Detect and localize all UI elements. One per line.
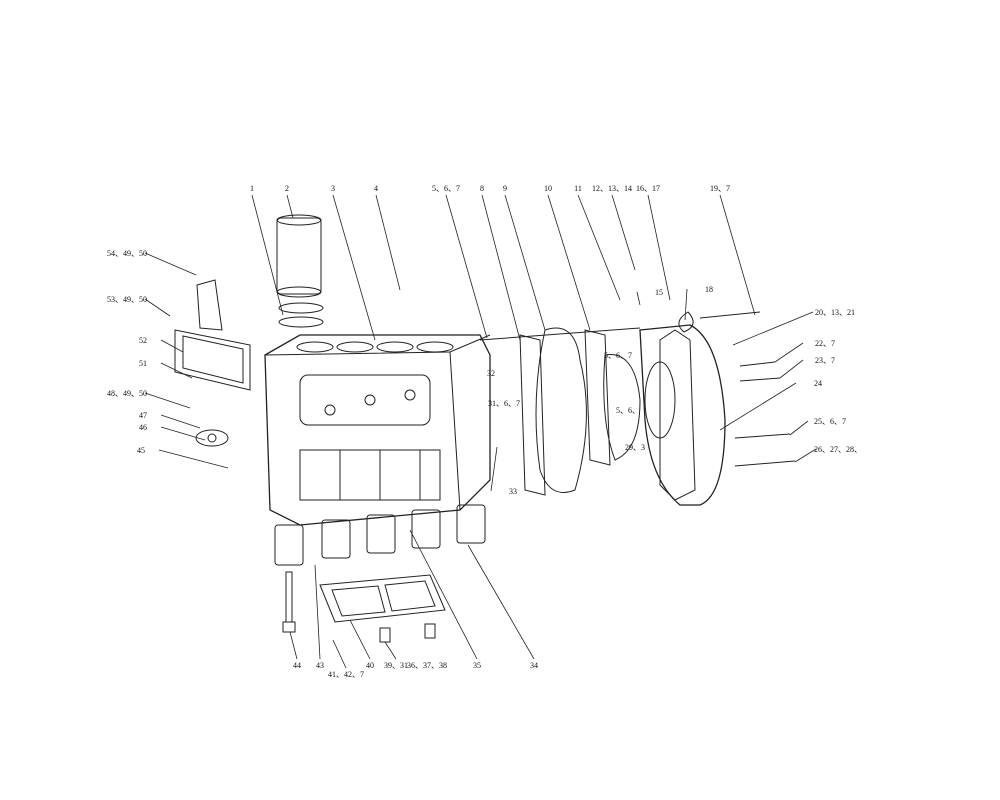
callout-label: 22、7 — [815, 339, 835, 348]
callout-label: 10 — [544, 184, 552, 193]
liner-seal-rings — [278, 302, 324, 328]
callout-label: 48、49、50 — [107, 389, 147, 398]
bearing-bolt — [282, 571, 296, 633]
callout-label: 5、6、 — [616, 406, 640, 415]
callout-label: 5、6、7 — [604, 351, 632, 360]
leader-line — [490, 446, 498, 492]
callout-label: 44 — [293, 661, 301, 670]
callout-label: 4 — [374, 184, 378, 193]
callout-label: 46 — [139, 423, 147, 432]
callout-label: 32 — [487, 369, 495, 378]
callout-label: 41、42、7 — [328, 670, 364, 679]
leader-line — [577, 194, 621, 301]
leader-line — [349, 619, 371, 660]
callout-label: 54、49、50 — [107, 249, 147, 258]
callout-label: 1 — [250, 184, 254, 193]
leader-line — [160, 362, 193, 379]
leader-line — [314, 564, 321, 660]
callout-label: 45 — [137, 446, 145, 455]
leader-line — [611, 194, 636, 271]
leader-line — [286, 194, 294, 219]
cylinder-block — [264, 334, 491, 526]
leader-line — [481, 194, 521, 341]
main-bearing-caps — [274, 504, 486, 566]
leader-line — [719, 194, 756, 316]
leader-line — [789, 420, 809, 436]
callout-label: 53、49、50 — [107, 295, 147, 304]
leader-line — [158, 449, 229, 469]
callout-label: 35 — [473, 661, 481, 670]
callout-label: 33 — [509, 487, 517, 496]
leader-line — [732, 311, 814, 346]
leader-line — [289, 631, 298, 660]
leader-line — [409, 529, 478, 660]
bolts-right — [479, 311, 796, 467]
leader-line — [375, 194, 401, 291]
callout-label: 12、13、14 — [592, 184, 632, 193]
callout-label: 51 — [139, 359, 147, 368]
leader-line — [144, 298, 171, 317]
callout-label: 29、3 — [625, 443, 645, 452]
flywheel-housing — [639, 311, 726, 506]
side-cover — [174, 279, 251, 391]
leader-line — [647, 194, 671, 301]
callout-label: 18 — [705, 285, 713, 294]
leader-line — [251, 194, 284, 316]
leader-line — [636, 291, 641, 306]
small-cover-plate — [195, 429, 229, 447]
leader-line — [384, 641, 397, 660]
cylinder-liner — [276, 214, 322, 298]
callout-label: 25、6、7 — [814, 417, 846, 426]
callout-label: 19、7 — [710, 184, 730, 193]
callout-label: 5、6、7 — [432, 184, 460, 193]
leader-line — [332, 194, 376, 341]
callout-label: 8 — [480, 184, 484, 193]
callout-label: 9 — [503, 184, 507, 193]
leader-line — [160, 339, 184, 353]
callout-label: 39、31 — [384, 661, 408, 670]
leader-line — [144, 392, 191, 409]
leader-line — [160, 414, 201, 429]
leader-line — [504, 194, 546, 331]
callout-label: 11 — [574, 184, 582, 193]
callout-label: 2 — [285, 184, 289, 193]
callout-label: 3 — [331, 184, 335, 193]
leader-line — [684, 288, 688, 321]
callout-label: 34 — [530, 661, 538, 670]
callout-label: 16、17 — [636, 184, 660, 193]
leader-line — [794, 448, 817, 463]
leader-line — [467, 544, 535, 660]
leader-line — [774, 342, 804, 363]
leader-line — [779, 359, 804, 379]
callout-label: 24 — [814, 379, 822, 388]
drain-plugs — [379, 623, 436, 643]
leader-line — [160, 426, 206, 441]
oil-pan-gasket — [319, 574, 446, 623]
callout-label: 43 — [316, 661, 324, 670]
callout-label: 15 — [655, 288, 663, 297]
callout-label: 31、6、7 — [488, 399, 520, 408]
leader-line — [445, 194, 488, 339]
callout-label: 36、37、38 — [407, 661, 447, 670]
callout-label: 23、7 — [815, 356, 835, 365]
leader-line — [144, 252, 197, 276]
callout-label: 20、13、21 — [815, 308, 855, 317]
gaskets — [519, 327, 641, 496]
leader-line — [332, 639, 347, 669]
callout-label: 47 — [139, 411, 147, 420]
callout-label: 52 — [139, 336, 147, 345]
callout-label: 26、27、28、 — [814, 445, 862, 454]
leader-line — [547, 194, 591, 331]
callout-label: 40 — [366, 661, 374, 670]
leader-line — [719, 382, 797, 431]
